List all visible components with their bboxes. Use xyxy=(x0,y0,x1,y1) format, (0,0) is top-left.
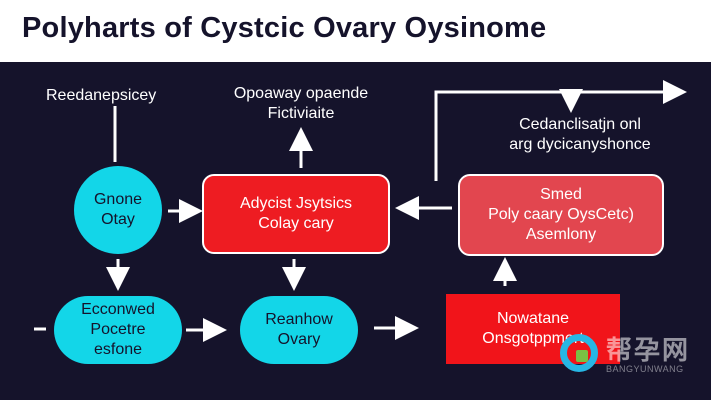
label-top-right: Cedanclisatjn onl arg dycicanyshonce xyxy=(480,115,680,155)
node-pink-right: Smed Poly caary OysCetc) Asemlony xyxy=(458,174,664,256)
title-bar: Polyharts of Cystcic Ovary Oysinome xyxy=(0,0,711,62)
watermark-cn-text: 帮孕网 xyxy=(606,335,691,365)
node-red-bottom-line2: Onsgotppmert xyxy=(482,330,584,347)
node-red-bottom-line1: Nowatane xyxy=(496,310,570,327)
node-pill-left: Ecconwed Pocetre esfone xyxy=(54,296,182,364)
label-top-mid: Opoaway opaende Fictiviaite xyxy=(213,84,389,124)
node-pill-left-line3: esfone xyxy=(93,341,143,358)
label-top-mid-line1: Opoaway opaende xyxy=(233,85,369,102)
watermark-logo: 帮孕网 BANGYUNWANG xyxy=(560,326,710,386)
label-top-right-line2: arg dycicanyshonce xyxy=(509,136,651,153)
node-red-center-line2: Colay cary xyxy=(258,215,334,232)
arrow-topright-path xyxy=(434,80,687,181)
node-pink-right-line1: Smed xyxy=(540,186,582,203)
node-red-center-line1: Adycist Jsytsics xyxy=(239,195,352,212)
node-circle-bottom-line1: Reanhow xyxy=(265,311,333,328)
page-title: Polyharts of Cystcic Ovary Oysinome xyxy=(22,12,547,44)
watermark-en-text: BANGYUNWANG xyxy=(606,364,684,374)
node-pill-left-line1: Ecconwed xyxy=(81,301,155,318)
label-top-left: Reedanepsicey xyxy=(46,87,157,104)
watermark-dot-icon xyxy=(576,350,588,362)
node-pink-right-line2: Poly caary OysCetc) xyxy=(488,206,634,223)
node-red-center: Adycist Jsytsics Colay cary xyxy=(202,174,390,254)
watermark-ring-icon xyxy=(560,334,598,372)
node-circle-top-line2: Otay xyxy=(101,211,135,228)
node-pill-left-line2: Pocetre xyxy=(90,321,146,338)
node-pink-right-line3: Asemlony xyxy=(525,226,597,243)
node-red-bottom: Nowatane Onsgotppmert xyxy=(446,294,620,364)
node-circle-top-line1: Gnone xyxy=(93,191,143,208)
label-top-right-line1: Cedanclisatjn onl xyxy=(519,116,641,133)
node-circle-top: Gnone Otay xyxy=(74,166,162,254)
node-circle-bottom-line2: Ovary xyxy=(277,331,321,348)
node-circle-bottom: Reanhow Ovary xyxy=(240,296,358,364)
label-top-mid-line2: Fictiviaite xyxy=(267,105,335,122)
